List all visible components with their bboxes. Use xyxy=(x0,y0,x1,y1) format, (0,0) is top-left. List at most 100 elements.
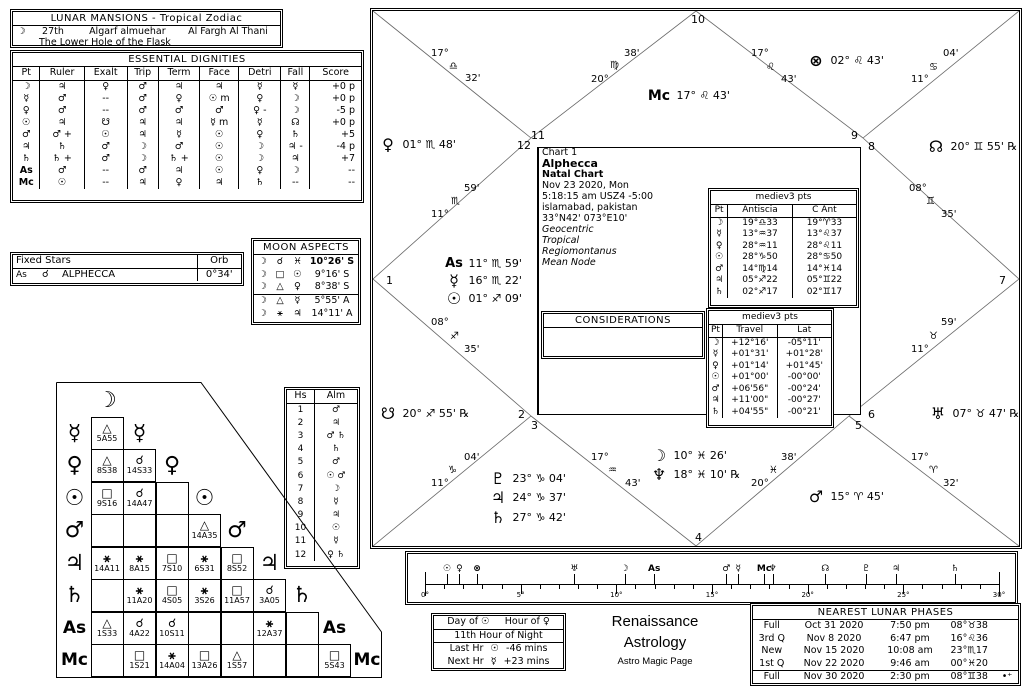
aspect-symbol-icon: ☌ xyxy=(135,453,144,467)
hour-of-label: Hour of xyxy=(504,616,540,627)
considerations-panel: CONSIDERATIONS xyxy=(541,311,705,359)
moon-aspect-row: ☽☌♓10°26' S xyxy=(254,255,358,268)
dignity-cell: ☉ xyxy=(84,128,128,141)
house-number: 6 xyxy=(287,468,315,483)
cusp-3-sign: ♑ xyxy=(448,465,457,476)
grid-diagonal-label-icon: ♄ xyxy=(292,583,312,608)
house-number: 3 xyxy=(287,429,315,443)
almuten-header: Alm xyxy=(314,390,357,404)
ruler-tick xyxy=(597,584,599,589)
dignity-cell: ☉ xyxy=(199,128,240,141)
mars-placement[interactable]: ♂ 15° ♈ 45' xyxy=(805,489,884,505)
value-cell: 14°♍14 xyxy=(727,263,793,275)
dignity-cell: ☽ xyxy=(238,140,282,153)
pluto-placement[interactable]: ♇ 23° ♑ 04' xyxy=(487,471,566,487)
asc-placement[interactable]: As 11° ♏ 59' xyxy=(443,257,522,271)
grid-diagonal-label-icon: ☉ xyxy=(194,485,215,511)
neptune-placement[interactable]: ♆ 18° ♓ 10' ℞ xyxy=(648,467,740,483)
dignity-cell: ♂ xyxy=(84,152,128,165)
almuten-icon: ♀ ♄ xyxy=(327,549,345,560)
aspect-symbol-icon: ⚹ xyxy=(265,615,274,630)
aspect-grid-cell: ⚹14A04 xyxy=(155,644,189,677)
aspect-orb: 9°16' S xyxy=(314,268,350,280)
dignity-cell: ♂ xyxy=(127,80,159,93)
ruler-marker-stem xyxy=(772,574,774,584)
aspect-symbol-icon: □ xyxy=(133,648,146,662)
aspect-grid-cell: ⚹12A37 xyxy=(253,611,286,645)
value-cell: -00°27' xyxy=(787,395,821,405)
ruler-marker-stem xyxy=(447,574,448,584)
next-hour-value: +23 mins xyxy=(503,655,550,667)
dignity-cell: ♀ xyxy=(238,92,282,105)
dignity-cell: ♀ xyxy=(238,164,282,177)
dignity-row: ☉♃☋♃♃☿ m☿☊+0 p xyxy=(13,116,361,129)
dignity-cell: ☋ xyxy=(84,116,128,129)
grid-diagonal-label-icon: ♀ xyxy=(163,453,181,478)
dignity-cell: ☉ xyxy=(39,176,85,189)
aspect-symbol-icon: ⚹ xyxy=(135,550,144,565)
uranus-placement[interactable]: ♅ 07° ♉ 47' ℞ xyxy=(927,406,1019,422)
dignity-cell: -- xyxy=(280,176,311,189)
cusp-10-deg: 20° xyxy=(591,74,609,85)
moon-placement[interactable]: ☽ 10° ♓ 26' xyxy=(648,448,727,464)
brand-subtitle[interactable]: Astro Magic Page xyxy=(617,656,693,667)
phase-name: Full xyxy=(763,620,780,631)
dignity-cell: ♃ xyxy=(158,164,201,177)
planet-icon: ☉ xyxy=(293,268,302,280)
value-cell: 13°♒37 xyxy=(727,229,793,241)
north-node-position: 20° ♊ 55' ℞ xyxy=(950,140,1018,153)
sun-placement[interactable]: ☉ 01° ♐ 09' xyxy=(443,291,522,307)
aspect-orb: 6S31 xyxy=(194,563,215,573)
house-8-number: 8 xyxy=(868,140,875,153)
lunar-phases-title: NEAREST LUNAR PHASES xyxy=(753,606,1018,620)
ruler-marker-stem xyxy=(459,574,461,584)
cusp-8-sign: ♋ xyxy=(929,62,938,73)
cusp-2-deg: 08° xyxy=(431,317,449,328)
grid-row-label-icon: ♂ xyxy=(64,518,85,543)
house-7-number: 7 xyxy=(999,274,1006,287)
house-number: 1 xyxy=(287,403,315,417)
dignity-cell: ♂ xyxy=(39,104,85,117)
planet-icon: ♓ xyxy=(293,255,302,267)
dignity-cell: ♂ xyxy=(158,140,201,153)
dignity-cell: ♄ xyxy=(238,176,282,189)
aspect-grid-cell: ☌4A22 xyxy=(123,611,156,645)
fortune-placement[interactable]: ⊗ 02° ♌ 43' xyxy=(805,53,884,69)
value-cell: -00°21' xyxy=(787,406,821,417)
almuten-icon: ♄ xyxy=(331,444,341,455)
travel-row: ♂+06'56"-00°24' xyxy=(709,383,831,395)
next-hour-row: Next Hr ☿ +23 mins xyxy=(434,656,563,669)
moon-icon: ☽ xyxy=(258,307,267,319)
dignity-cell: ♃ xyxy=(199,80,240,93)
dignity-cell: ♄ + xyxy=(158,152,201,165)
ruler-label: 30° xyxy=(992,591,1006,599)
dignity-score: -- xyxy=(348,164,355,176)
aspect-grid-cell: △5A55 xyxy=(90,416,124,450)
phase-time: 7:50 pm xyxy=(890,620,930,631)
aspect-symbol-icon: □ xyxy=(328,648,341,662)
saturn-icon: ♄ xyxy=(490,508,506,527)
house-almuten-row: 3♂ ♄ xyxy=(287,429,357,443)
planet-icon: ☉ xyxy=(709,372,723,384)
dignity-cell: -- xyxy=(84,164,128,177)
ruler-tick xyxy=(960,584,962,589)
north-node-placement[interactable]: ☊ 20° ♊ 55' ℞ xyxy=(925,139,1018,155)
venus-placement[interactable]: ♀ 01° ♏ 48' xyxy=(377,137,456,153)
dignity-cell: ♃ xyxy=(39,80,85,93)
phase-position: 16°♌36 xyxy=(950,632,988,644)
chart-time: 5:18:15 am USZ4 -5:00 xyxy=(542,191,654,202)
planet-icon: ♃ xyxy=(711,275,729,287)
saturn-placement[interactable]: ♄ 27° ♑ 42' xyxy=(487,508,566,527)
mc-placement[interactable]: Mc 17° ♌ 43' xyxy=(645,89,730,103)
mercury-placement[interactable]: ☿ 16° ♏ 22' xyxy=(443,273,522,289)
ruler-tick xyxy=(692,584,694,589)
grid-diagonal-label-icon: As xyxy=(322,617,347,638)
south-node-placement[interactable]: ☋ 20° ♐ 55' ℞ xyxy=(377,406,469,422)
mc-position: 17° ♌ 43' xyxy=(676,89,730,102)
dignity-row: ♃♄♂☽♂☉☽♃ --4 p xyxy=(13,140,361,153)
dignities-col-header: Term xyxy=(158,67,201,81)
jupiter-placement[interactable]: ♃ 24° ♑ 37' xyxy=(487,490,566,506)
dignity-cell: ♂ xyxy=(84,140,128,153)
ruler-tick xyxy=(999,572,1000,596)
